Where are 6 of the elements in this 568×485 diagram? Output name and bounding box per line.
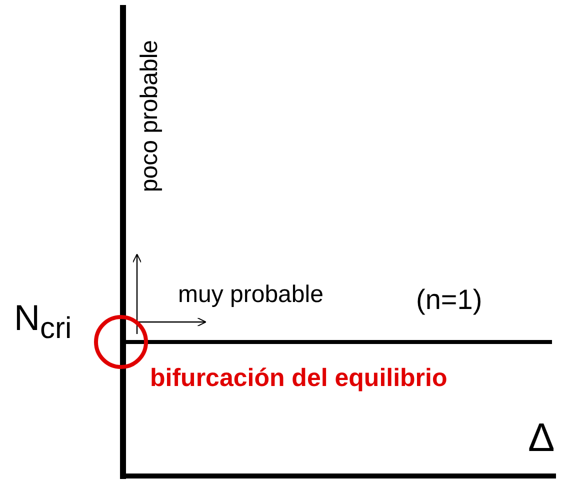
axis-label: (n=1) — [416, 286, 482, 314]
axis-label: muy probable — [178, 283, 324, 307]
axis-label: Δ — [528, 418, 555, 458]
annotation-text: bifurcación del equilibrio — [150, 366, 448, 391]
axis-label: poco probable — [138, 40, 162, 192]
axis-label: N$_{cri}$ — [14, 300, 72, 344]
